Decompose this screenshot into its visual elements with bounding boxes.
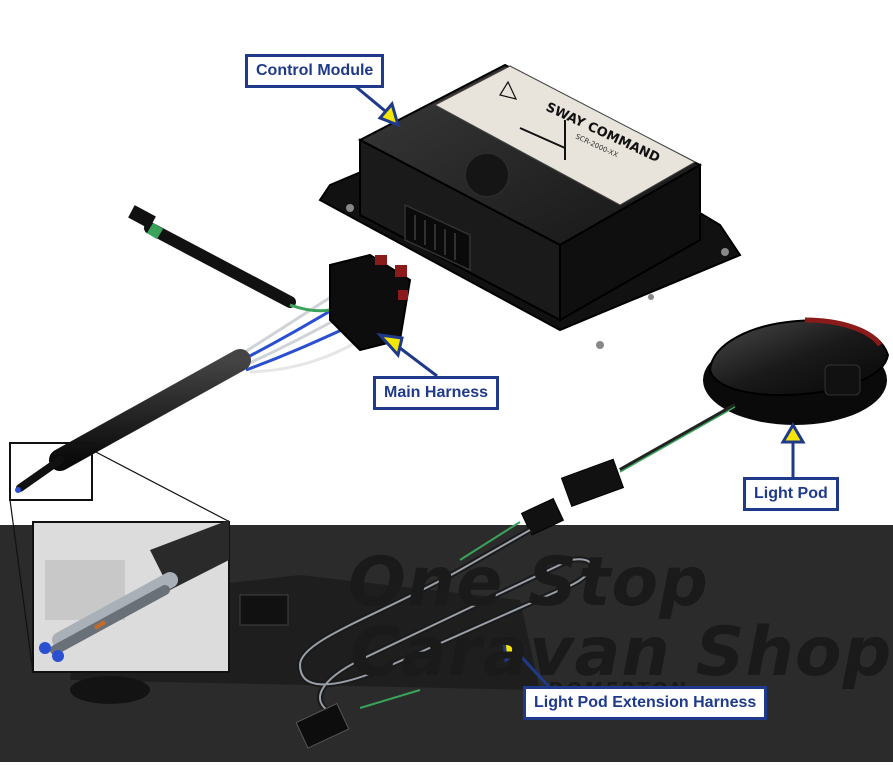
zoom-inset — [9, 442, 231, 673]
callout-arrows — [354, 84, 806, 692]
main-harness-image — [15, 205, 412, 493]
watermark-line-1: One Stop — [348, 543, 709, 622]
watermark-line-2: Caravan Shop — [350, 613, 893, 692]
light-pod-callout: Light Pod — [743, 477, 839, 511]
extension-harness-image — [295, 497, 595, 749]
light-pod-extension-harness-callout: Light Pod Extension Harness — [523, 686, 768, 720]
light-pod-image — [560, 317, 890, 507]
control-module-callout: Control Module — [245, 54, 385, 88]
main-harness-callout: Main Harness — [373, 376, 500, 410]
